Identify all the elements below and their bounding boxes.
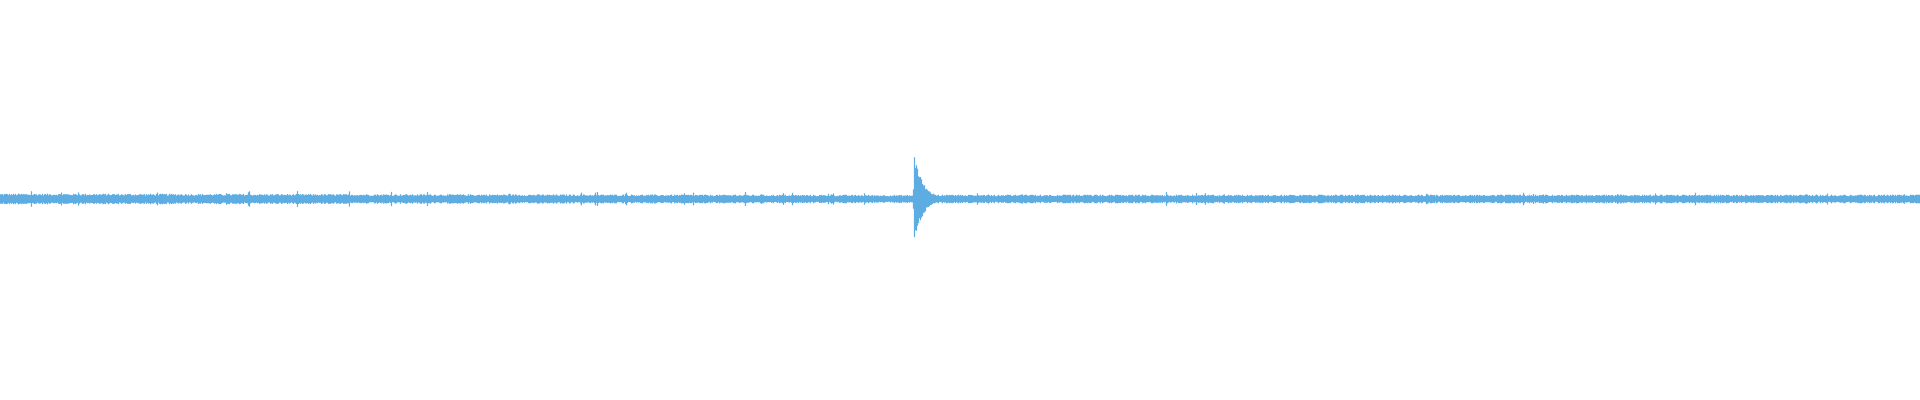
waveform-path bbox=[0, 157, 1920, 238]
